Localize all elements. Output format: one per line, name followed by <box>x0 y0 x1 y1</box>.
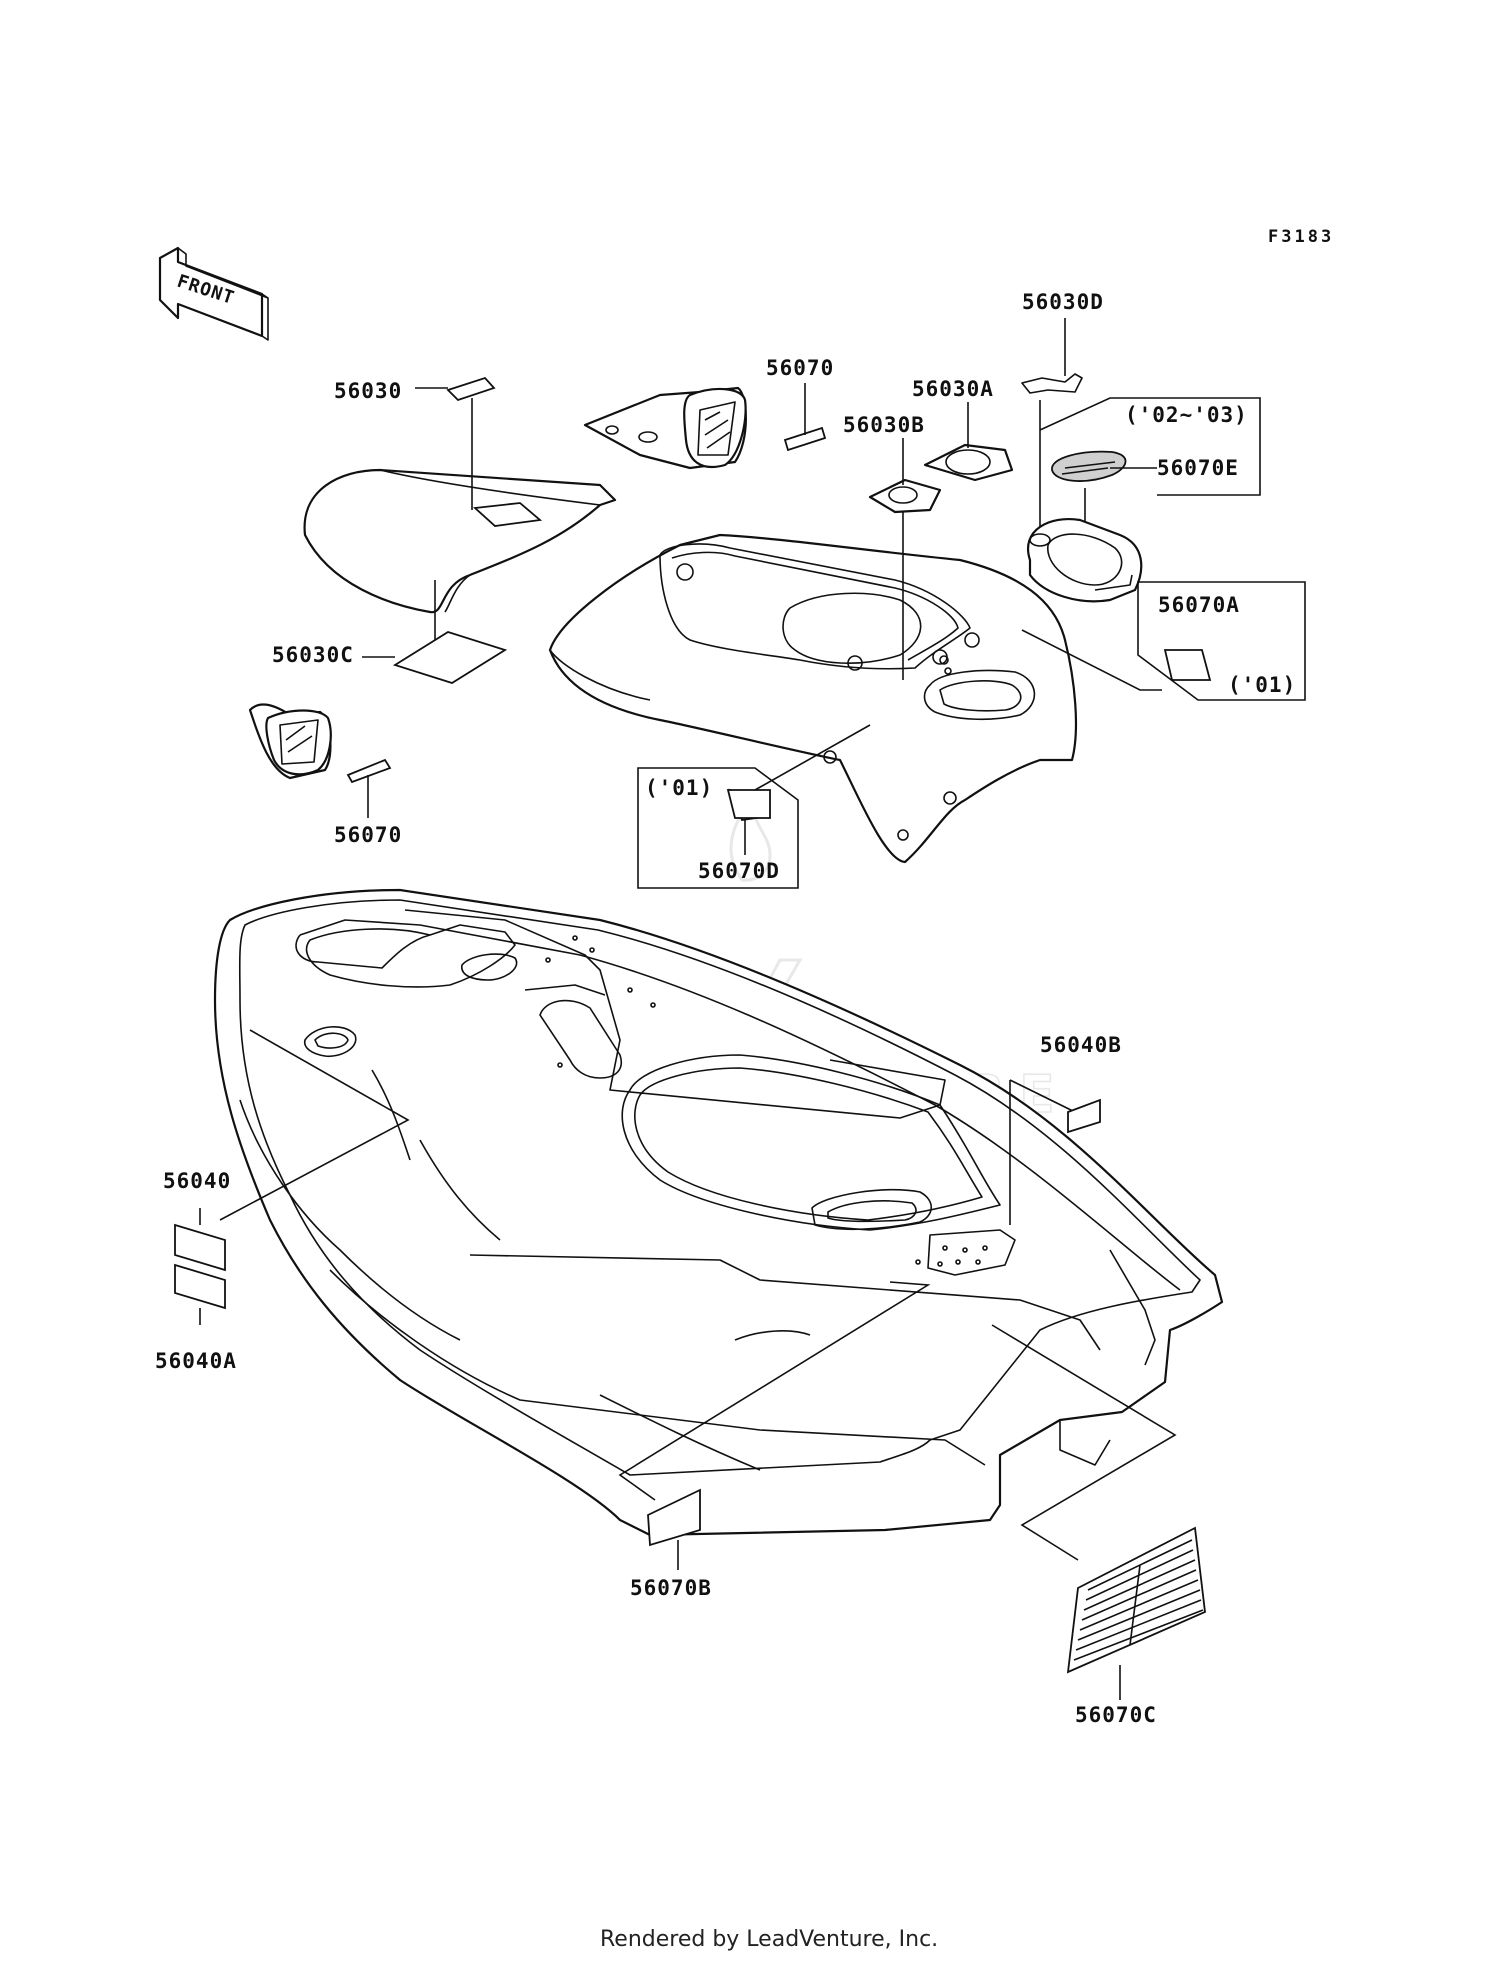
label-56070D: 56070D <box>698 859 780 883</box>
label-56070-top: 56070 <box>766 356 834 380</box>
year-note-01-left: ('01) <box>645 776 713 800</box>
footer-credit: Rendered by LeadVenture, Inc. <box>600 1927 938 1952</box>
mirror-upper-part <box>583 386 747 470</box>
label-56040A: 56040A <box>155 1349 237 1373</box>
label-56040B: 56040B <box>1040 1033 1122 1057</box>
mirror-left-part <box>248 703 332 780</box>
storage-lid-part <box>1027 517 1143 603</box>
label-56030B: 56030B <box>843 413 925 437</box>
diagram-code: F3183 <box>1268 227 1334 247</box>
label-56070E: 56070E <box>1157 456 1239 480</box>
year-note-02-03: ('02~'03) <box>1125 403 1248 427</box>
label-56030: 56030 <box>334 379 402 403</box>
label-56030D: 56030D <box>1022 290 1104 314</box>
label-56070-left: 56070 <box>334 823 402 847</box>
front-arrow-icon: FRONT <box>158 246 269 341</box>
label-56070A: 56070A <box>1158 593 1240 617</box>
label-56070C: 56070C <box>1075 1703 1157 1727</box>
seat-cover-part <box>303 468 617 614</box>
label-56030C: 56030C <box>272 643 354 667</box>
label-56040: 56040 <box>163 1169 231 1193</box>
label-56030A: 56030A <box>912 377 994 401</box>
hull-part <box>213 888 1224 1537</box>
upper-deck-part <box>548 533 1078 864</box>
year-note-01-right: ('01) <box>1228 673 1296 697</box>
label-56070B: 56070B <box>630 1576 712 1600</box>
